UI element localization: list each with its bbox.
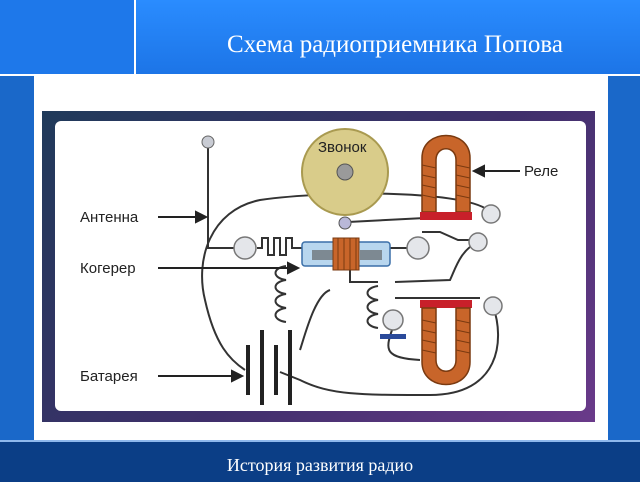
return-wire: [279, 305, 500, 397]
relay-upper-coil: [420, 134, 472, 220]
label-relay: Реле: [524, 163, 558, 180]
tapper: [380, 309, 406, 339]
terminal-right: [406, 236, 430, 260]
footer-text: История развития радио: [226, 455, 414, 475]
label-arrows: [158, 164, 520, 383]
label-coherer: Когерер: [80, 260, 136, 277]
terminal-relay-low: [483, 296, 503, 316]
relay-lower-coil: [395, 297, 480, 386]
slide-footer: История развития радио: [0, 440, 640, 482]
label-battery: Батарея: [80, 368, 138, 385]
coherer-tube: [301, 237, 391, 271]
spark-gap: [257, 237, 302, 256]
antenna-tip: [201, 135, 215, 149]
terminal-relay-mid: [468, 232, 488, 252]
antenna-wire: [207, 145, 245, 249]
terminal-relay-top: [481, 204, 501, 224]
choke-coil-left: [274, 265, 287, 323]
battery-plates: [246, 330, 292, 405]
label-bell: Звонок: [318, 139, 367, 156]
loop-wire: [201, 192, 491, 371]
slide-header: Схема радиоприемника Попова: [0, 0, 640, 76]
slide-title: Схема радиоприемника Попова: [227, 31, 563, 58]
label-antenna: Антенна: [80, 209, 139, 226]
header-divider: [0, 74, 640, 76]
relay-contact: [422, 231, 476, 241]
header-corner-box: [0, 0, 136, 76]
choke-coil-mid: [366, 285, 379, 329]
circuit-wires: [201, 145, 500, 397]
bell: [301, 128, 389, 230]
terminal-left: [233, 236, 257, 260]
bell-hammer-arm: [347, 217, 426, 223]
battery-link-wire: [299, 289, 331, 351]
coherer-down-wire: [349, 266, 378, 283]
